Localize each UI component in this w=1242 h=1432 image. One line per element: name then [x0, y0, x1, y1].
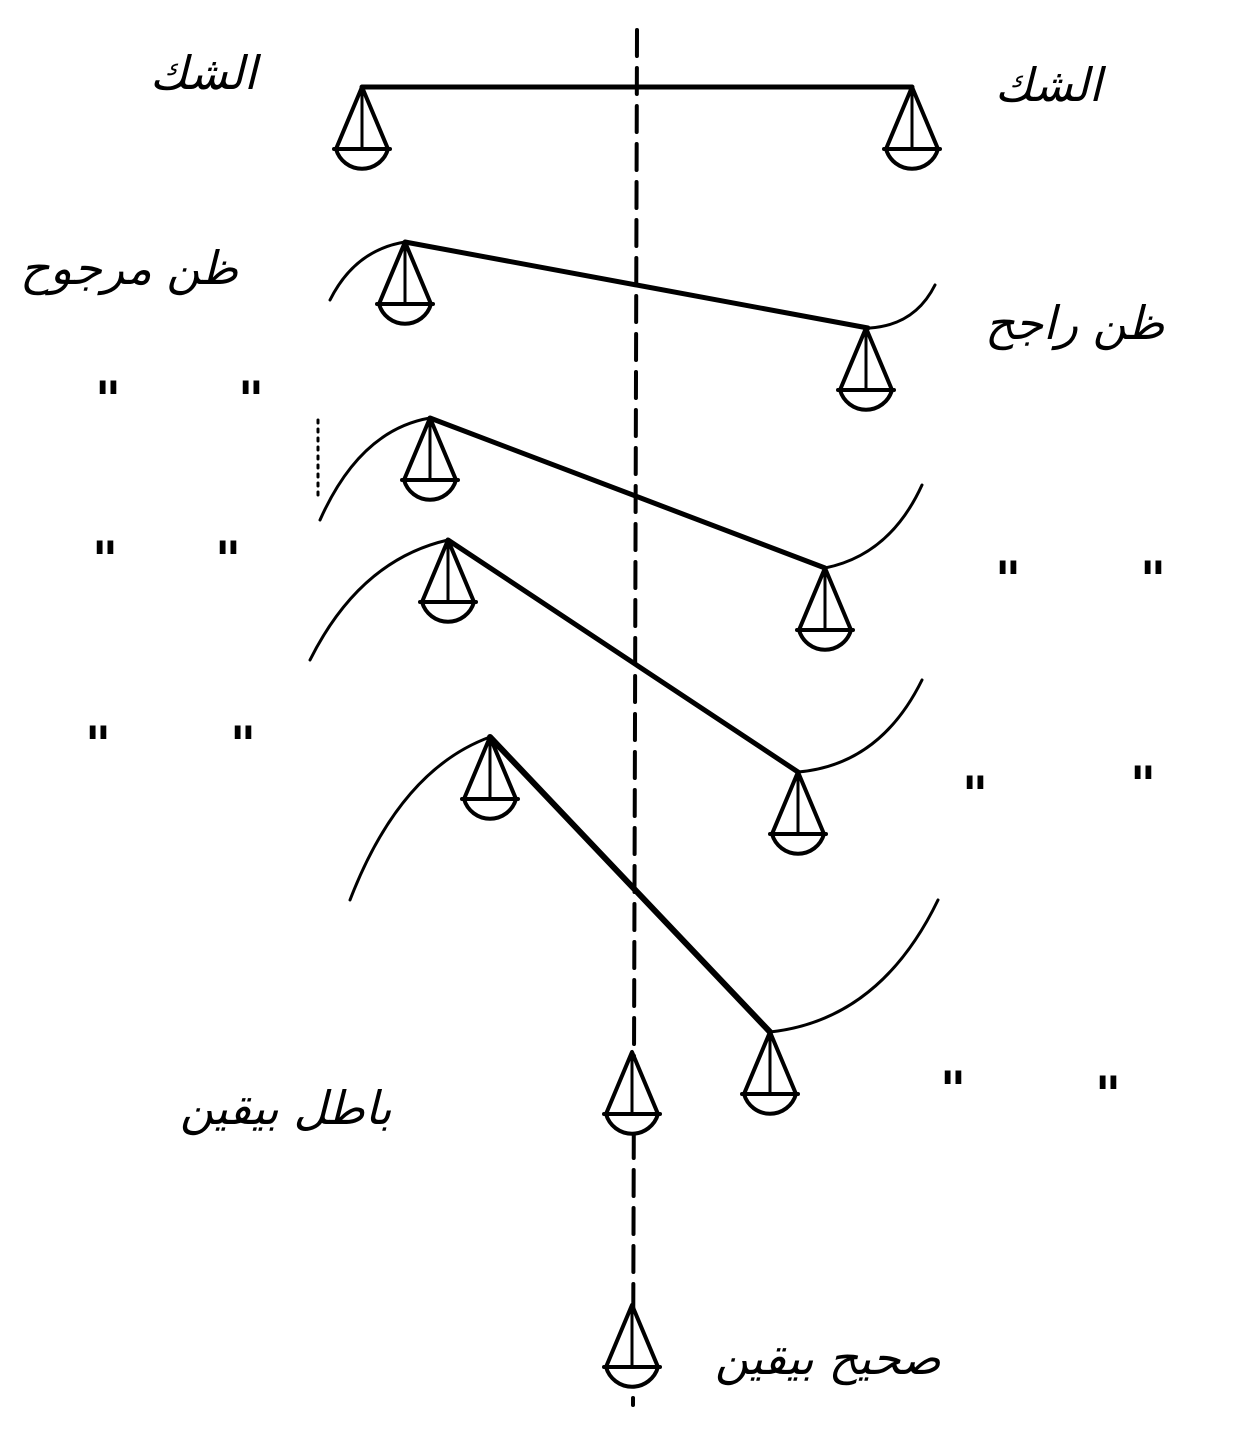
ditto-mark: ": [1130, 755, 1157, 814]
ditto-mark: ": [95, 370, 122, 429]
right-pan: [740, 1030, 800, 1116]
label-certainly-false: باطل بيقين: [180, 1081, 392, 1135]
arc-left: [308, 538, 450, 662]
ditto-mark: ": [1095, 1065, 1122, 1124]
ditto-mark: ": [1140, 550, 1167, 609]
ditto-mark: ": [230, 715, 257, 774]
arc-left: [318, 416, 432, 522]
label-doubt-left: الشك: [150, 46, 257, 100]
arc-right: [823, 483, 924, 570]
ditto-mark: ": [215, 530, 242, 589]
beam-tilt-3: [308, 537, 924, 856]
right-pan: [882, 85, 942, 171]
left-pan: [418, 538, 478, 624]
axis-pan-true: [602, 1303, 662, 1389]
left-pan: [460, 735, 520, 821]
arc-right: [768, 898, 940, 1034]
beam-level-doubt: [332, 84, 942, 171]
ditto-mark: ": [238, 370, 265, 429]
center-axis-line: [631, 28, 639, 1407]
beam-bar: [402, 239, 871, 331]
right-pan: [836, 326, 896, 412]
beam-bar: [487, 734, 773, 1035]
ditto-mark: ": [92, 530, 119, 589]
ditto-mark: ": [962, 765, 989, 824]
left-pan: [400, 416, 460, 502]
arc-left: [328, 240, 407, 302]
beam-bar: [427, 415, 828, 571]
label-preponderant-conjecture: ظن راجح: [985, 296, 1165, 350]
beam-bar: [445, 537, 801, 775]
right-pan: [795, 566, 855, 652]
arc-left: [348, 735, 492, 902]
label-outweighed-conjecture: ظن مرجوح: [20, 241, 239, 295]
beam-tilt-4: [348, 734, 940, 1116]
left-pan: [375, 240, 435, 326]
ditto-mark: ": [940, 1060, 967, 1119]
beam-tilt-2: [316, 415, 924, 652]
arc-right: [868, 283, 937, 330]
axis-pan-false: [602, 1050, 662, 1136]
arc-right: [796, 678, 924, 774]
ditto-mark: ": [995, 550, 1022, 609]
label-doubt-right: الشك: [995, 58, 1102, 112]
right-pan: [768, 770, 828, 856]
ditto-mark: ": [85, 715, 112, 774]
left-pan: [332, 85, 392, 171]
label-certainly-true: صحيح بيقين: [715, 1331, 941, 1385]
beam-tilt-1: [328, 239, 937, 412]
